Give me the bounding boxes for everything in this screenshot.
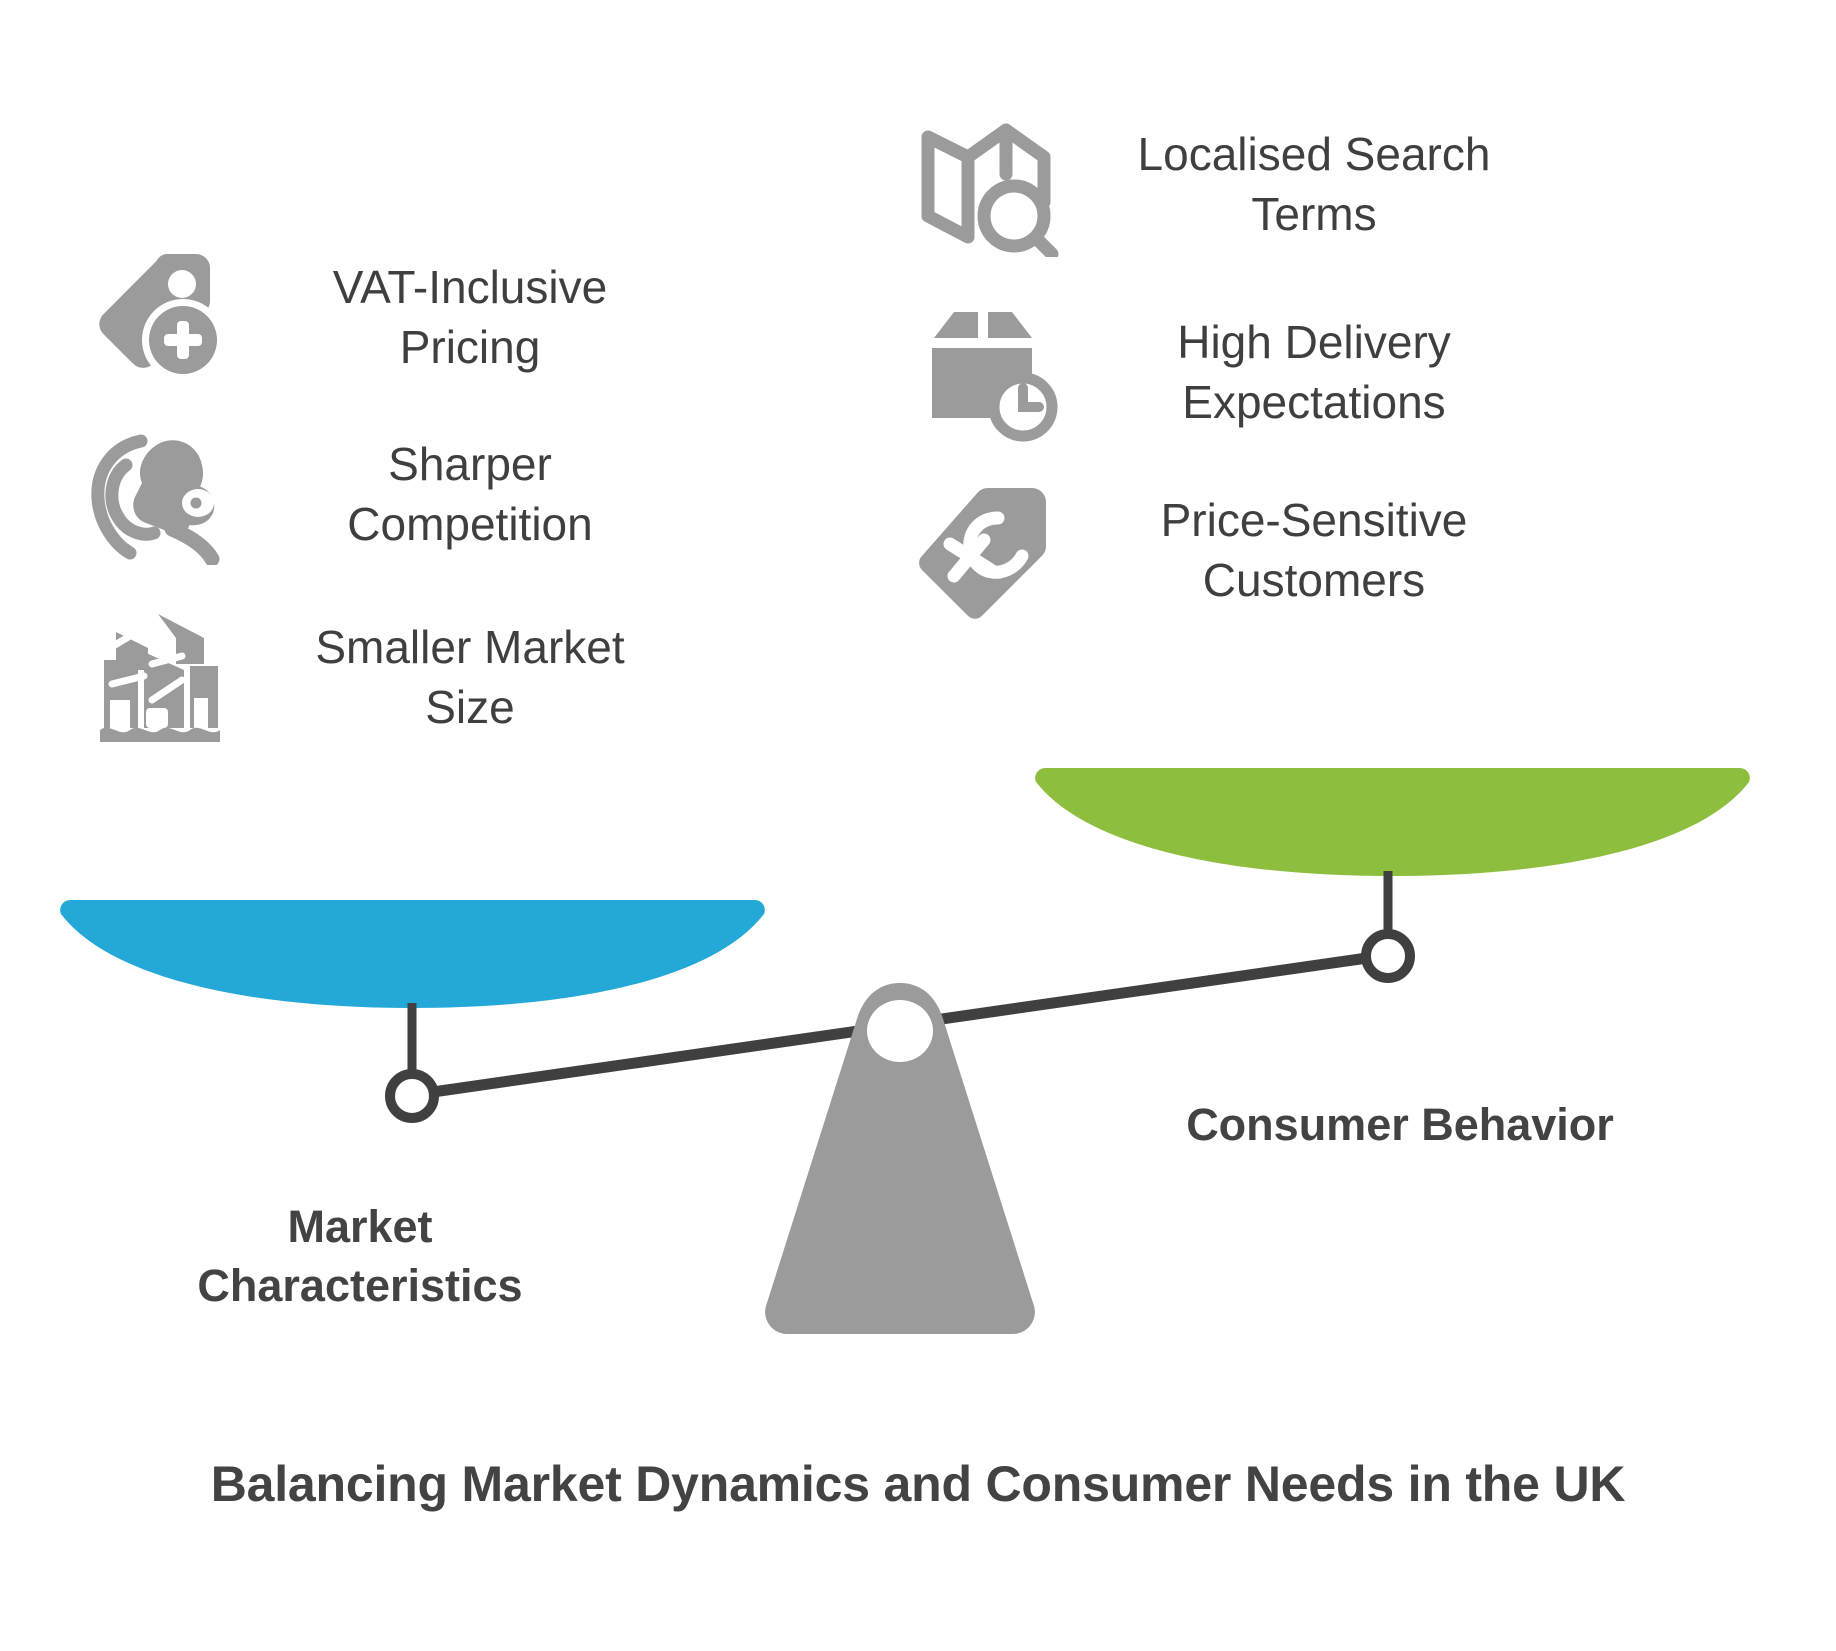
list-item-label: VAT-Inclusive Pricing [332,261,608,373]
list-item: Sharper Competition [86,425,670,565]
pound-price-tag-icon [910,478,1070,623]
pan-right [1035,768,1750,876]
pivot-left [385,1069,439,1123]
list-item: Smaller Market Size [86,608,670,748]
lion-competition-icon [86,425,236,565]
pivot-right [1361,929,1415,983]
city-waterfront-icon [86,608,236,748]
figure-title: Balancing Market Dynamics and Consumer N… [210,1456,1626,1512]
pan-caption-right: Consumer Behavior [1186,1099,1614,1150]
list-item-label: Price-Sensitive Customers [1160,493,1468,606]
fulcrum-hole [867,1000,933,1062]
list-item: Localised Search Terms [910,112,1524,257]
list-item: High Delivery Expectations [910,300,1524,445]
pan-caption-left: Market Characteristics [197,1201,523,1311]
list-item: VAT-Inclusive Pricing [86,248,670,388]
list-item-label: Localised Search Terms [1137,127,1491,240]
fulcrum [765,983,1035,1334]
package-clock-icon [910,300,1070,445]
map-search-icon [910,112,1070,257]
list-item-label: Smaller Market Size [315,621,625,733]
balance-beam [406,949,1394,1101]
list-item: Price-Sensitive Customers [910,478,1524,623]
list-item-label: High Delivery Expectations [1177,315,1451,428]
pan-left [60,900,765,1008]
list-item-label: Sharper Competition [347,438,593,550]
price-tag-plus-icon [86,248,236,388]
